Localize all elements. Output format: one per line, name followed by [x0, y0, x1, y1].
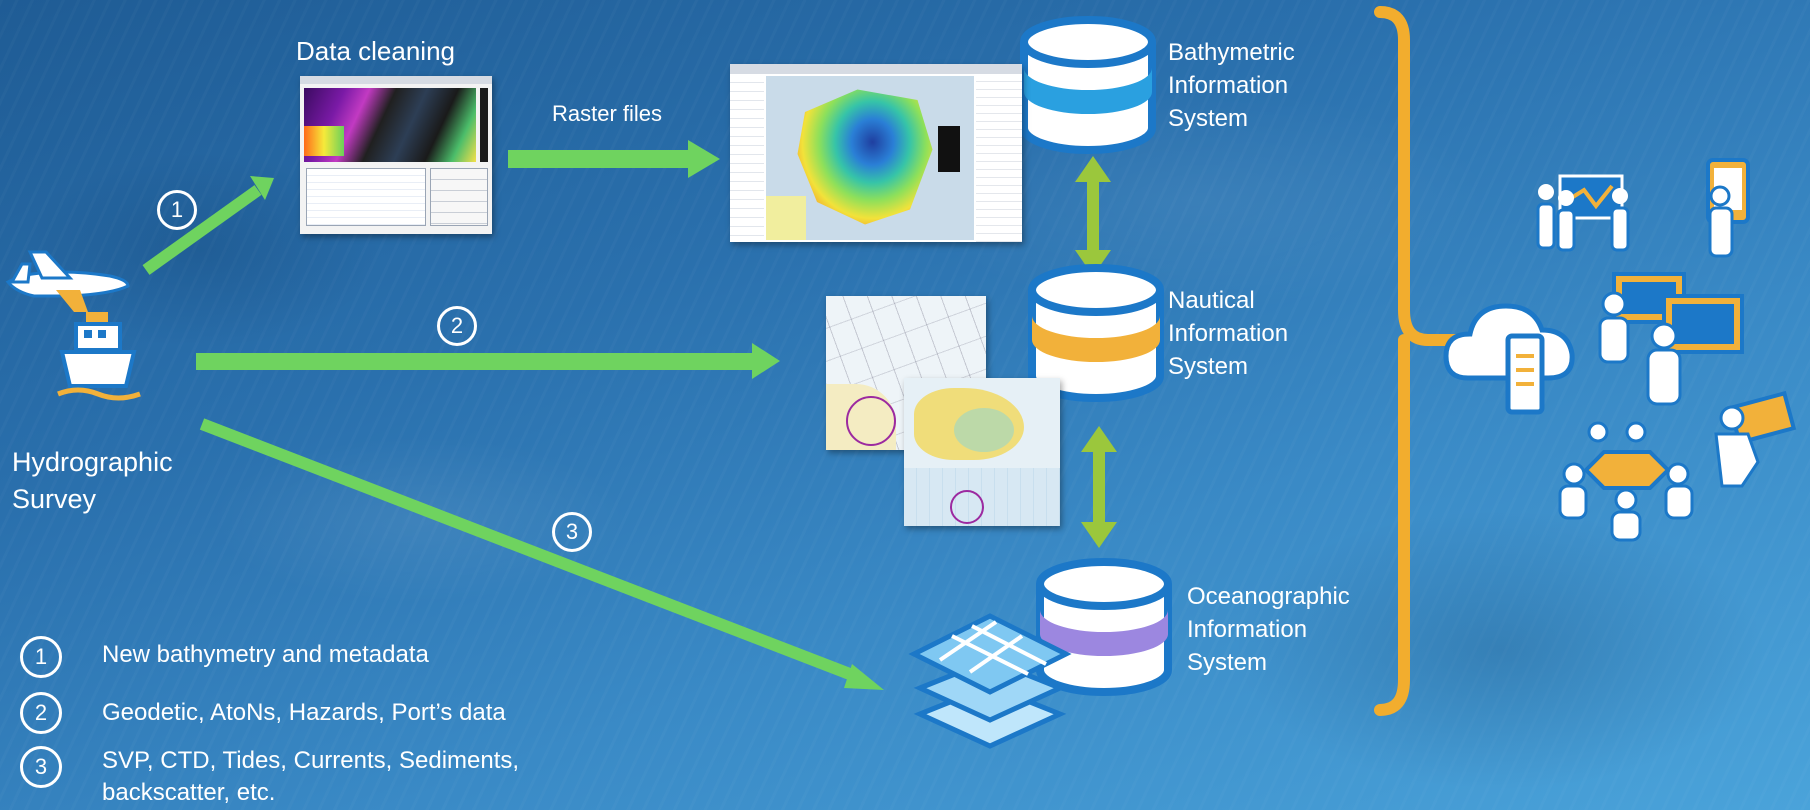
airplane-icon — [5, 250, 130, 312]
bathymetric-label-line-2: Information — [1168, 72, 1289, 99]
team-table-icon — [1558, 421, 1694, 542]
legend-marker-2: 2 — [20, 692, 62, 734]
nautical-system-label: Nautical Information System — [1168, 284, 1288, 383]
database-icon-oceanographic — [1036, 558, 1172, 696]
oceanographic-label-line-1: Oceanographic — [1187, 583, 1350, 610]
nautical-chart-front — [904, 378, 1060, 526]
nautical-label-line-2: Information — [1168, 320, 1289, 347]
person-tablet-icon — [1706, 158, 1750, 258]
bathymetric-system-label: Bathymetric Information System — [1168, 36, 1295, 135]
survey-label-line-2: Survey — [12, 484, 97, 514]
database-icon-bathymetric — [1020, 16, 1156, 154]
bathymetric-label-line-3: System — [1168, 105, 1249, 132]
flow-arrow-2 — [196, 343, 780, 379]
legend-marker-3: 3 — [20, 746, 62, 788]
data-cleaning-title: Data cleaning — [296, 36, 455, 66]
link-bathy-nautical — [1075, 156, 1111, 276]
layers-map-icon — [908, 613, 1072, 749]
oceanographic-label-line-2: Information — [1187, 616, 1308, 643]
legend-text-3: SVP, CTD, Tides, Currents, Sediments, ba… — [102, 745, 519, 809]
gis-raster-screenshot — [730, 64, 1022, 242]
flow-arrow-1 — [142, 176, 274, 275]
flow-arrow-raster — [508, 140, 720, 178]
bathymetric-label-line-1: Bathymetric — [1168, 39, 1295, 66]
oceanographic-system-label: Oceanographic Information System — [1187, 580, 1350, 679]
nautical-label-line-3: System — [1168, 353, 1249, 380]
ship-icon — [57, 312, 141, 401]
cloud-server-icon — [1443, 303, 1575, 415]
people-meeting-icon — [1536, 174, 1630, 252]
database-icon-nautical — [1028, 264, 1164, 402]
flow-arrow-3 — [199, 418, 884, 690]
legend-text-2: Geodetic, AtoNs, Hazards, Port’s data — [102, 699, 506, 726]
oceanographic-label-line-3: System — [1187, 649, 1268, 676]
step-marker-3: 3 — [552, 512, 592, 552]
legend-text-1: New bathymetry and metadata — [102, 641, 429, 668]
raster-files-label: Raster files — [552, 101, 663, 126]
hydrographic-survey-label: Hydrographic Survey — [12, 444, 173, 518]
survey-label-line-1: Hydrographic — [12, 447, 173, 477]
link-nautical-ocean — [1081, 426, 1117, 548]
legend-text-3-line-1: SVP, CTD, Tides, Currents, Sediments, — [102, 747, 520, 774]
people-computers-icon — [1598, 272, 1744, 406]
data-cleaning-screenshot — [300, 76, 492, 234]
step-marker-1: 1 — [157, 190, 197, 230]
step-marker-2: 2 — [437, 306, 477, 346]
nautical-label-line-1: Nautical — [1168, 287, 1255, 314]
legend-text-3-line-2: backscatter, etc. — [102, 779, 276, 806]
person-laptop-icon — [1714, 390, 1797, 488]
legend-marker-1: 1 — [20, 636, 62, 678]
